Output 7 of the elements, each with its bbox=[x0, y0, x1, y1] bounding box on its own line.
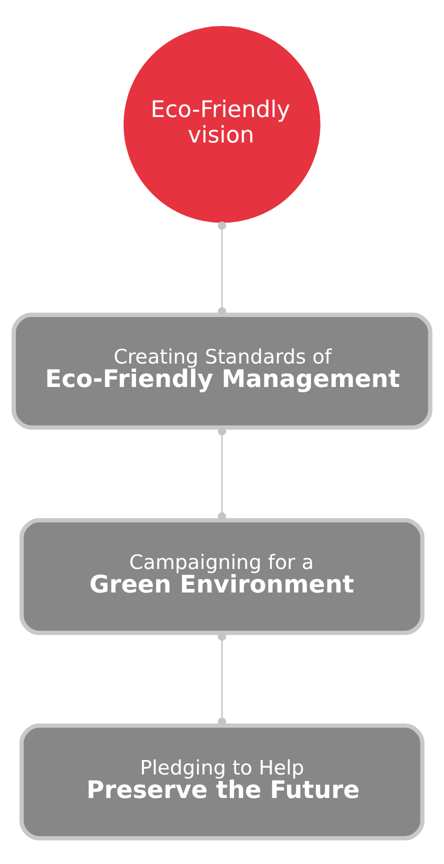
node-box: Creating Standards of Eco-Friendly Management bbox=[12, 312, 432, 430]
node-box: Pledging to Help Preserve the Future bbox=[19, 722, 425, 840]
connector bbox=[218, 632, 226, 726]
node-circle: Eco-Friendly vision bbox=[124, 26, 320, 222]
connector bbox=[218, 221, 226, 315]
node-box: Campaigning for a Green Environment bbox=[19, 518, 425, 635]
connector bbox=[218, 426, 226, 520]
